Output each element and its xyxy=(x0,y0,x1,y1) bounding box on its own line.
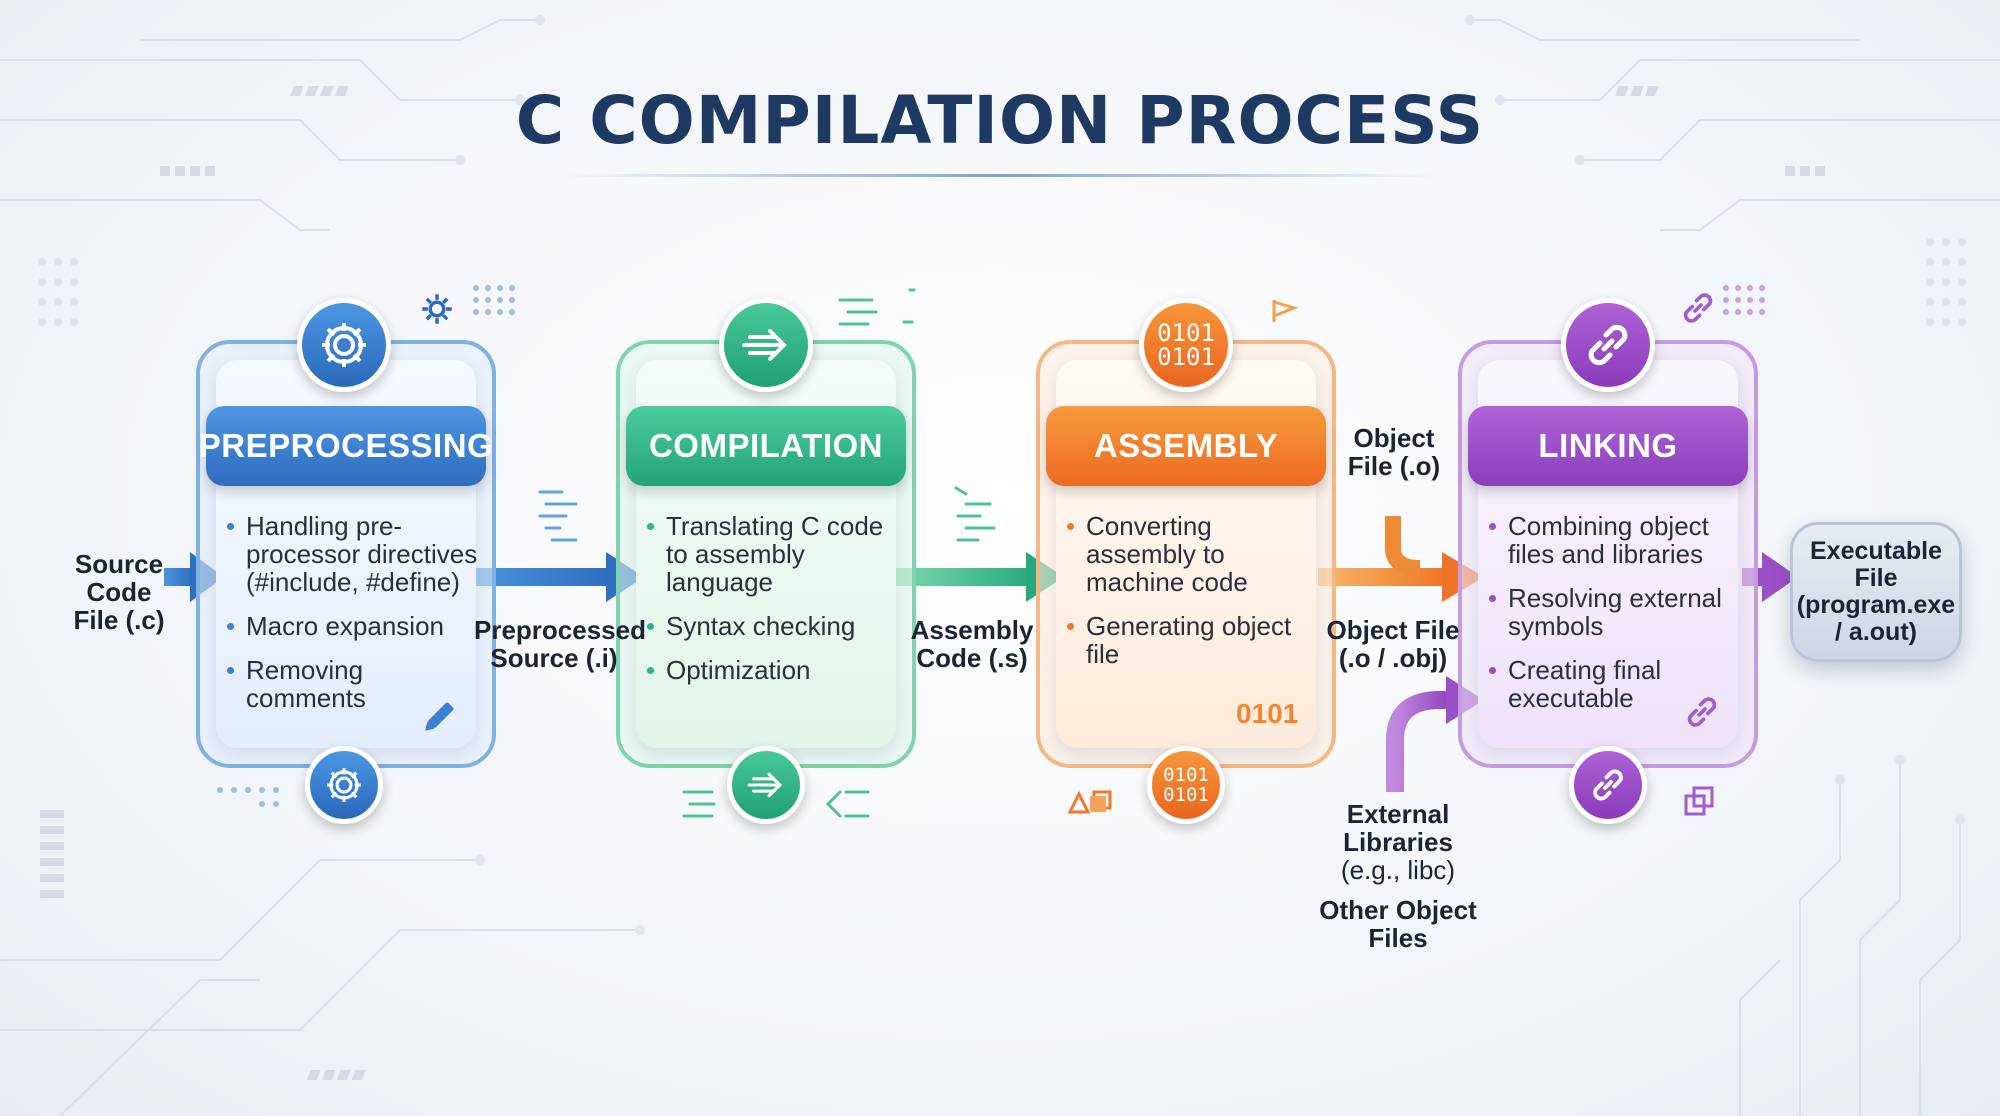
binary-icon: 0101 0101 xyxy=(1139,298,1233,392)
stage-items: Translating C code to assembly language … xyxy=(646,512,898,700)
object-file-label: Object File (.o) xyxy=(1344,424,1444,480)
gear-icon xyxy=(297,298,391,392)
stage-item: Removing comments xyxy=(226,656,478,712)
arrow-assembly-to-linking xyxy=(1318,516,1484,602)
external-libraries-label: External Libraries (e.g., libc) xyxy=(1316,800,1480,884)
shapes-icon xyxy=(1067,790,1112,814)
other-object-files-label: Other Object Files xyxy=(1319,895,1477,953)
stage-item: Macro expansion xyxy=(226,612,478,640)
arrow-right-icon xyxy=(719,298,813,392)
stage-item: Generating object file xyxy=(1066,612,1318,668)
stage-assembly: ASSEMBLY Converting assembly to machine … xyxy=(1036,340,1336,768)
chain-link-icon xyxy=(1561,298,1655,392)
page-title: C COMPILATION PROCESS xyxy=(515,82,1485,159)
stage-item: Syntax checking xyxy=(646,612,898,640)
copy-icon xyxy=(1684,786,1714,816)
stage-item: Resolving external symbols xyxy=(1488,584,1740,640)
stage-title: LINKING xyxy=(1468,406,1748,486)
chain-link-icon xyxy=(1687,697,1717,727)
assembly-code-label: Assembly Code (.s) xyxy=(910,615,1034,673)
preprocessed-source-label: Preprocessed Source (.i) xyxy=(474,615,646,673)
binary-text: 0101 0101 xyxy=(1163,764,1209,806)
object-file-obj-label: Object File (.o / .obj) xyxy=(1326,615,1460,673)
source-file-label: Source Code File (.c) xyxy=(73,549,165,635)
binary-icon: 0101 0101 xyxy=(1147,746,1225,824)
arrow-right-icon xyxy=(727,746,805,824)
gear-icon xyxy=(305,746,383,824)
stage-items: Handling pre-processor directives (#incl… xyxy=(226,512,478,728)
stage-item: Translating C code to assembly language xyxy=(646,512,898,596)
stage-item: Optimization xyxy=(646,656,898,684)
gear-icon xyxy=(422,294,452,324)
stage-item: Creating final executable xyxy=(1488,656,1740,712)
stage-compilation: COMPILATION Translating C code to assemb… xyxy=(616,340,916,768)
stage-title: ASSEMBLY xyxy=(1046,406,1326,486)
binary-text: 0101 0101 xyxy=(1157,319,1215,371)
stage-linking: LINKING Combining object files and libra… xyxy=(1458,340,1758,768)
stage-preprocessing: PREPROCESSING Handling pre-processor dir… xyxy=(196,340,496,768)
stage-title: COMPILATION xyxy=(626,406,906,486)
chain-link-icon xyxy=(1569,746,1647,824)
executable-file-label: Executable File (program.exe / a.out) xyxy=(1796,537,1956,646)
executable-file-box: Executable File (program.exe / a.out) xyxy=(1790,522,1962,662)
title-underline xyxy=(560,174,1440,177)
pencil-icon xyxy=(425,702,454,731)
stage-items: Combining object files and libraries Res… xyxy=(1488,512,1740,728)
stage-item: Handling pre-processor directives (#incl… xyxy=(226,512,478,596)
stage-items: Converting assembly to machine code Gene… xyxy=(1066,512,1318,684)
stage-title: PREPROCESSING xyxy=(199,406,493,486)
flag-icon xyxy=(1272,300,1299,322)
stage-item: Converting assembly to machine code xyxy=(1066,512,1318,596)
object-file-text: Object File (.o) xyxy=(1347,423,1441,481)
external-libraries-example: (e.g., libc) xyxy=(1340,855,1456,885)
chain-link-icon xyxy=(1683,293,1713,323)
external-libraries-text: External Libraries xyxy=(1343,799,1453,857)
stage-item: Combining object files and libraries xyxy=(1488,512,1740,568)
binary-label: 0101 xyxy=(1236,698,1299,729)
